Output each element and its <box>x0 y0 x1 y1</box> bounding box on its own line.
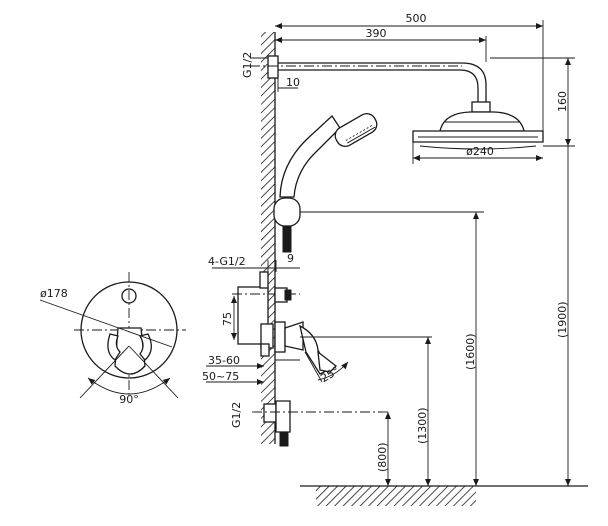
label-500: 500 <box>406 12 427 25</box>
label-g12-bottom: G1/2 <box>230 402 243 428</box>
label-1300: (1300) <box>416 407 429 444</box>
handle-cone <box>284 321 304 351</box>
dimension-lines <box>206 20 575 486</box>
slide-holder <box>273 197 301 253</box>
label-160: 160 <box>556 91 569 112</box>
holder-connector <box>282 225 292 253</box>
label-90-deg: 90° <box>119 393 139 406</box>
label-dia-178: ø178 <box>40 287 68 300</box>
floor-hatch <box>316 486 476 506</box>
rain-head-bottom-arc <box>419 145 537 150</box>
arm-pipe-outer <box>278 62 487 106</box>
arm-pipe-inner <box>278 69 479 106</box>
handle-lever-tip <box>317 350 337 373</box>
label-1600: (1600) <box>464 333 477 370</box>
valve-top-cap <box>284 289 292 301</box>
shower-arm <box>250 55 491 113</box>
label-35-60: 35-60 <box>208 354 240 367</box>
handle-rosette <box>274 321 286 353</box>
bottom-outlet-nut <box>279 431 289 447</box>
handle-angle-arc <box>317 361 349 381</box>
label-g12-4: 4-G1/2 <box>208 255 246 268</box>
dimension-labels: 500 390 G1/2 10 160 ø240 (1900) (1600) 4… <box>40 12 569 472</box>
floor <box>300 485 588 506</box>
rain-head-dome <box>439 111 525 132</box>
hand-shower-handle <box>279 115 341 198</box>
mixer-handle <box>274 321 349 383</box>
label-1900: (1900) <box>556 301 569 338</box>
bottom-outlet-flange <box>263 403 277 423</box>
label-50-75: 50~75 <box>202 370 239 383</box>
valve-body <box>232 271 300 357</box>
front-handle-lever-right <box>138 333 152 361</box>
hand-shower <box>279 112 378 198</box>
mixer-front-view <box>39 272 186 399</box>
label-390: 390 <box>366 27 387 40</box>
hand-shower-nozzles <box>345 124 374 141</box>
label-800: (800) <box>376 442 389 472</box>
arm-nut <box>471 101 491 113</box>
hand-shower-face <box>347 126 376 144</box>
label-10: 10 <box>286 76 300 89</box>
rain-shower-head <box>412 111 544 150</box>
label-75: 75 <box>221 312 234 326</box>
front-rotation-arc <box>87 377 171 395</box>
front-handle-body <box>114 327 146 375</box>
front-rotation-ray-right <box>128 345 179 399</box>
rain-head-plate <box>412 130 544 143</box>
label-g12-top: G1/2 <box>241 52 254 78</box>
label-9: 9 <box>287 252 294 265</box>
front-dia-leader <box>39 299 173 348</box>
holder-body <box>273 197 301 227</box>
hand-shower-head <box>334 112 378 148</box>
handle-angle-ref <box>304 351 323 383</box>
label-dia-240: ø240 <box>466 145 494 158</box>
valve-inlet-left <box>259 271 269 289</box>
bottom-outlet-elbow <box>275 400 291 433</box>
valve-bottom-stub <box>260 343 270 357</box>
front-rotation-ray-left <box>79 345 130 399</box>
bottom-outlet <box>252 400 390 447</box>
front-handle-lever <box>107 333 121 361</box>
arm-wall-flange <box>267 55 279 79</box>
